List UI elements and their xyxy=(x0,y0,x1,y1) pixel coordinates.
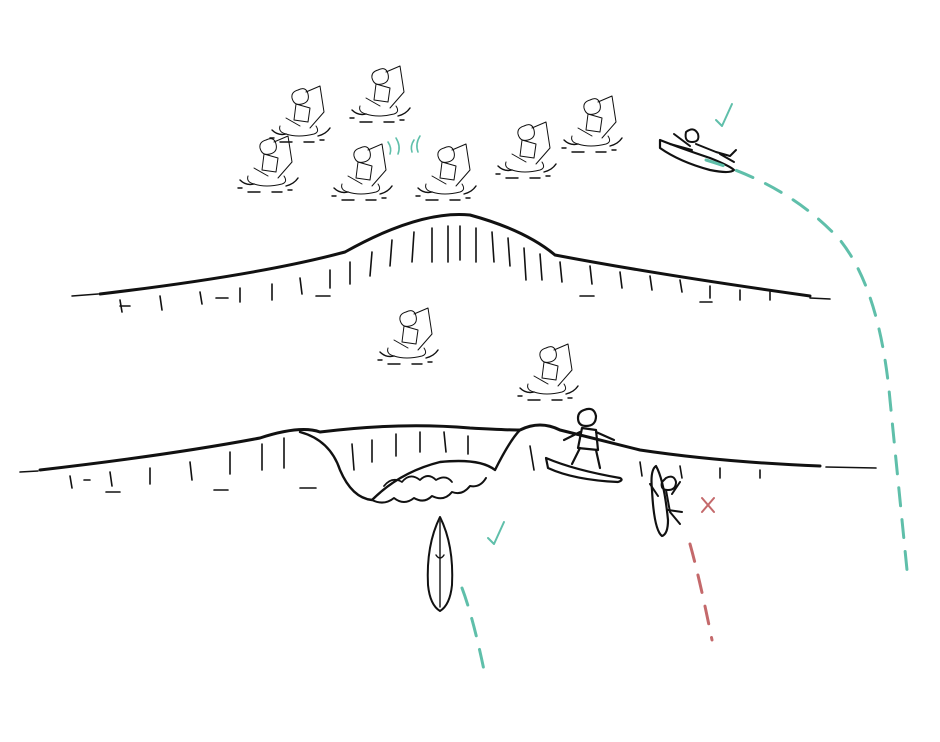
surfer-sitting-icon xyxy=(561,95,623,153)
lineup-surfers xyxy=(237,65,623,201)
surfer-sitting-icon xyxy=(237,135,299,193)
path-wrong xyxy=(688,542,714,642)
back-swell-texture xyxy=(119,225,771,313)
splash-marks xyxy=(387,135,421,155)
back-swell xyxy=(71,212,831,313)
surfer-sitting-icon xyxy=(377,307,439,365)
surfer-paddling-icon xyxy=(658,128,737,174)
cross-mark-icon xyxy=(701,497,715,513)
surfer-sitting-icon xyxy=(269,85,331,143)
surfer-sitting-icon xyxy=(349,65,411,123)
surfer-riding-icon xyxy=(544,407,623,484)
inside-surfers xyxy=(377,307,579,401)
surfer-dropping-in-icon xyxy=(649,464,683,538)
surfer-sitting-icon xyxy=(331,143,393,201)
surfer-sitting-icon xyxy=(415,143,477,201)
surfer-sitting-icon xyxy=(517,343,579,401)
breaking-wave xyxy=(19,423,877,504)
check-mark-icon xyxy=(715,103,733,127)
surfboard-icon xyxy=(426,516,454,612)
wave-face-texture xyxy=(69,431,761,493)
path-correct-long xyxy=(704,158,910,582)
path-correct-short xyxy=(460,586,488,682)
check-mark-icon xyxy=(487,521,505,545)
surfer-sitting-icon xyxy=(495,121,557,179)
